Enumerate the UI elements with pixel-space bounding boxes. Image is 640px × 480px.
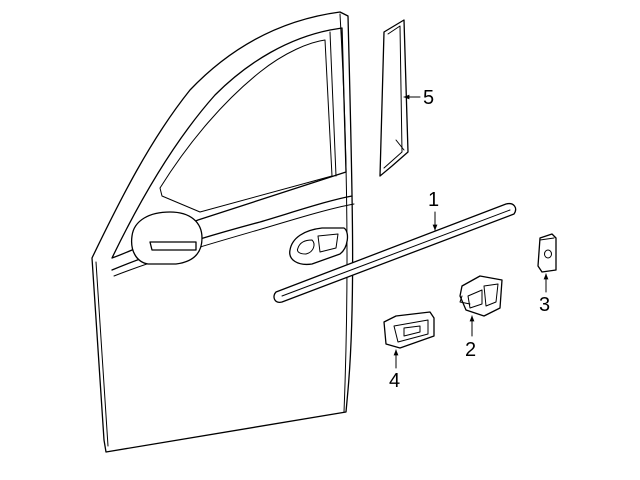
- part-applique: [379, 19, 409, 177]
- door-handle: [289, 227, 349, 266]
- callout-1: 1: [428, 189, 439, 231]
- callout-4: 4: [389, 349, 400, 392]
- callout-4-label: 4: [389, 370, 400, 392]
- part-clip-3: [537, 233, 557, 273]
- callout-5: 5: [403, 87, 434, 109]
- part-door-molding: [273, 202, 517, 303]
- side-mirror: [130, 211, 203, 265]
- callout-2-label: 2: [465, 339, 476, 361]
- part-clip-4: [383, 311, 435, 349]
- callout-1-label: 1: [428, 189, 439, 211]
- callout-3: 3: [539, 273, 550, 316]
- part-clip-2: [459, 275, 503, 317]
- callout-5-label: 5: [423, 87, 434, 109]
- callout-2: 2: [465, 315, 476, 361]
- callout-3-label: 3: [539, 294, 550, 316]
